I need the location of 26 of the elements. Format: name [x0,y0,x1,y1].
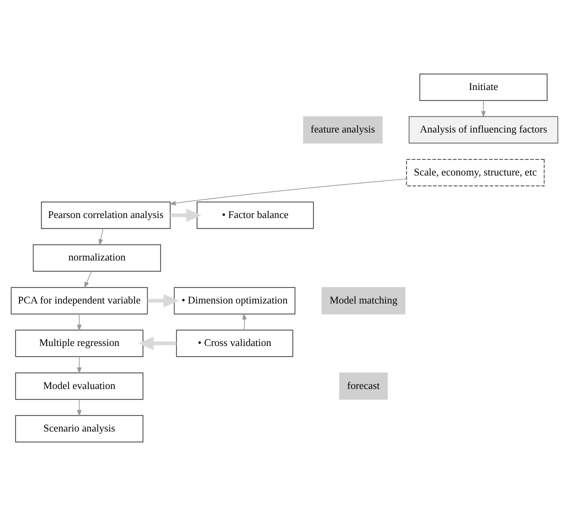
arrow [98,228,104,246]
arrow [170,208,202,222]
node-box: Model matching [322,286,406,314]
node-box: Scale, economy, structure, etc [406,158,545,186]
node-box: • Dimension optimization [174,286,296,314]
arrow [138,336,176,350]
node-box: Multiple regression [15,329,144,357]
node-box: PCA for independent variable [10,286,148,314]
node-box: • Factor balance [196,201,314,228]
node-box: • Cross validation [176,329,294,357]
arrow [481,100,486,118]
arrow [76,398,82,416]
node-box: Model evaluation [15,372,144,400]
node-box: Initiate [419,73,548,100]
arrow [84,270,92,288]
node-box: Scenario analysis [15,414,144,442]
node-box: forecast [339,372,388,400]
arrow [148,294,179,307]
arrow [169,178,407,205]
node-box: Analysis of influencing factors [408,116,558,144]
node-box: Pearson correlation analysis [41,201,171,228]
arrow [242,312,247,330]
arrow [76,356,82,374]
node-box: feature analysis [303,116,383,144]
node-box: normalization [32,244,161,272]
arrow [76,313,82,331]
